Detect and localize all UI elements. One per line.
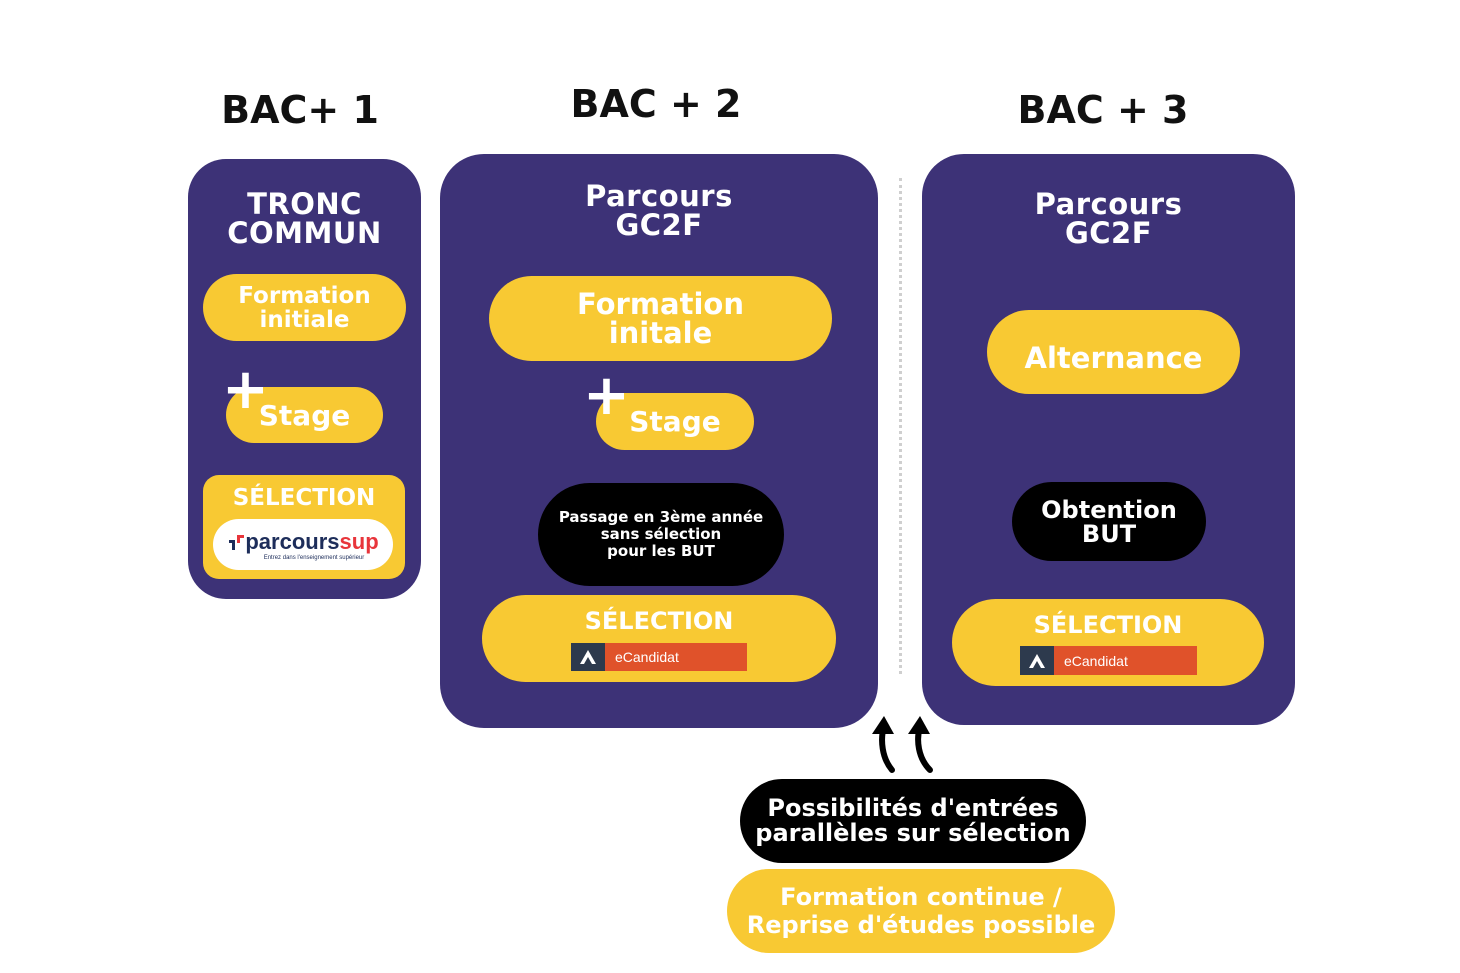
selection-label: SÉLECTION [584, 607, 734, 635]
entrees-paralleles-note: Possibilités d'entrées parallèles sur sé… [740, 779, 1086, 863]
pill-line: Reprise d'études possible [746, 911, 1096, 939]
year-heading-bac3: BAC + 3 [1017, 88, 1189, 132]
alternance-pill: Alternance [987, 310, 1240, 394]
ecandidat-mark-icon [1020, 646, 1054, 675]
pill-line: Formation [576, 286, 745, 321]
panel-title-line: COMMUN [227, 216, 382, 250]
panel-title-line: GC2F [615, 208, 703, 242]
pill-line: initiale [259, 306, 350, 333]
stage-pill: Stage [226, 387, 383, 443]
panel-title-line: Parcours [1034, 187, 1183, 221]
parcoursup-mark-icon [229, 534, 245, 550]
ecandidat-mark-icon [571, 643, 605, 671]
note-line: Possibilités d'entrées [767, 794, 1059, 822]
panel-title-line: TRONC [247, 187, 362, 221]
panel-title-bac3: Parcours GC2F [922, 190, 1295, 248]
note-line: sans sélection [600, 525, 722, 543]
note-line: BUT [1081, 519, 1137, 548]
note-line: parallèles sur sélection [755, 819, 1071, 847]
formation-continue-pill: Formation continue / Reprise d'études po… [727, 869, 1115, 953]
selection-label: SÉLECTION [232, 485, 376, 511]
year-heading-bac1: BAC+ 1 [221, 88, 379, 132]
parcoursup-brand-suffix: up [351, 528, 379, 554]
panel-title-line: GC2F [1064, 216, 1153, 250]
alternance-label: Alternance [1024, 341, 1203, 375]
year-heading-bac2: BAC + 2 [570, 82, 742, 126]
parcoursup-brand-s: s [339, 528, 352, 554]
parcoursup-brand-prefix: parcours [245, 528, 340, 554]
note-line: pour les BUT [607, 542, 715, 560]
column-divider [899, 178, 902, 674]
selection-label: SÉLECTION [1033, 611, 1183, 639]
pill-line: Formation continue / [780, 883, 1062, 911]
plus-icon: + [583, 363, 630, 428]
panel-title-line: Parcours [585, 179, 733, 213]
plus-icon: + [222, 357, 269, 422]
note-line: Passage en 3ème année [558, 508, 764, 526]
pill-line: Formation [238, 282, 371, 309]
stage-pill: Stage [596, 393, 754, 450]
ecandidat-label: eCandidat [1064, 652, 1128, 669]
formation-initiale-pill: Formation initiale [203, 274, 406, 341]
parcoursup-tagline: Entrez dans l'enseignement supérieur [263, 554, 365, 561]
stage-label: Stage [258, 398, 351, 432]
passage-3e-annee-note: Passage en 3ème année sans sélection pou… [538, 483, 784, 586]
stage-label: Stage [629, 405, 721, 438]
formation-initale-pill: Formation initale [489, 276, 832, 361]
panel-title-bac1: TRONC COMMUN [188, 190, 421, 248]
pill-line: initale [608, 315, 713, 350]
ecandidat-logo[interactable]: eCandidat [1020, 646, 1197, 675]
ecandidat-logo[interactable]: eCandidat [571, 643, 747, 671]
panel-title-bac2: Parcours GC2F [440, 182, 878, 240]
note-line: Obtention [1041, 495, 1177, 524]
curved-arrow-icon [872, 716, 933, 773]
ecandidat-label: eCandidat [615, 649, 679, 665]
obtention-but-note: Obtention BUT [1012, 482, 1206, 561]
